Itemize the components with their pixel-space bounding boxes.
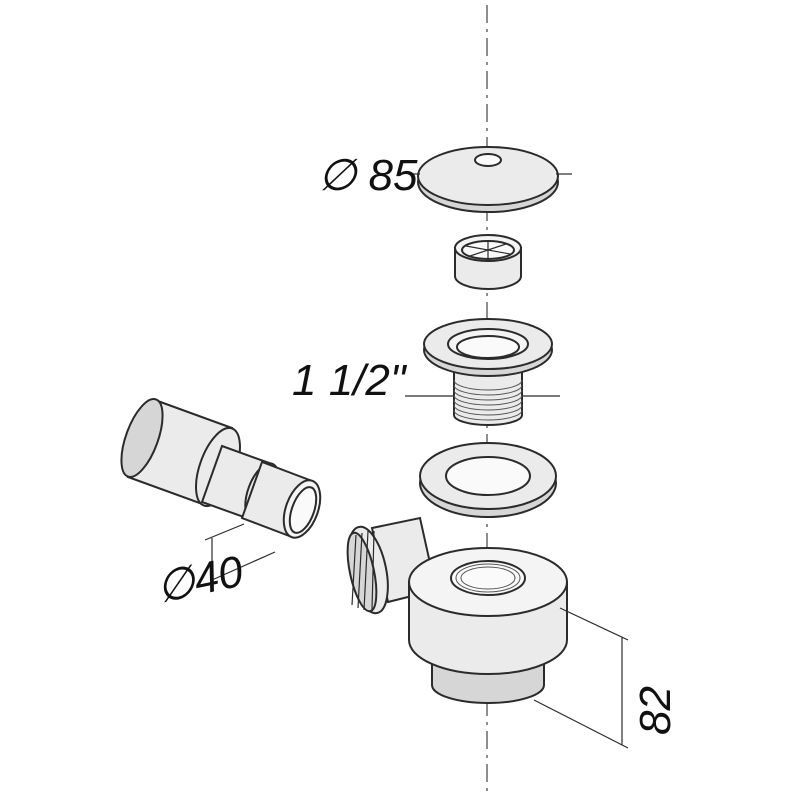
trap-height-label: 82 <box>631 686 680 735</box>
drain-cover <box>408 146 572 213</box>
pipe-diameter-dimension <box>204 523 276 582</box>
outlet-pipe <box>120 398 322 539</box>
flanged-outlet <box>405 318 560 426</box>
cover-diameter-label: ∅ 85 <box>318 151 418 200</box>
strainer-basket <box>454 234 522 290</box>
outlet-thread-label: 1 1/2" <box>292 356 408 405</box>
height-dimension <box>533 607 629 749</box>
lock-ring <box>419 442 557 518</box>
trap-body <box>346 516 568 704</box>
pipe-diameter-label: ∅40 <box>152 547 248 613</box>
